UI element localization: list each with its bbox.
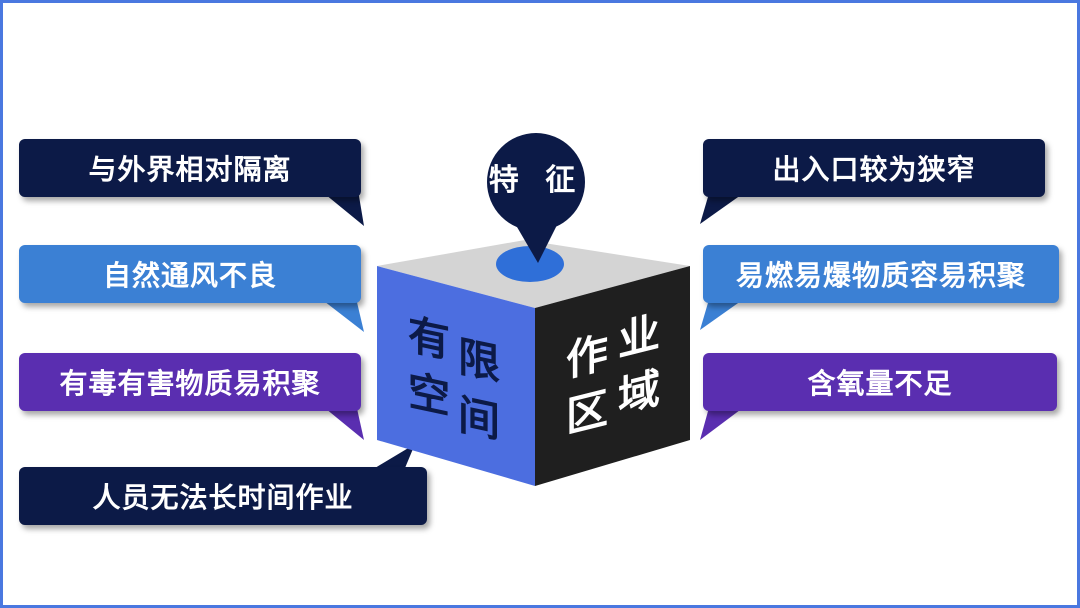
feature-bubble-label: 特 征 <box>479 155 593 199</box>
callout-narrow-entrance: 出入口较为狭窄 <box>703 139 1045 197</box>
center-cube: 有 限 空 间 作 业 区 域 <box>370 240 700 500</box>
right-face-char: 区 <box>566 387 608 439</box>
left-face-char: 有 <box>408 314 450 365</box>
right-face-char: 作 <box>566 331 608 383</box>
right-face-char: 业 <box>618 311 660 363</box>
callout-toxic-substances: 有毒有害物质易积聚 <box>19 353 361 411</box>
bubble-pointer <box>510 215 564 265</box>
callout-isolated: 与外界相对隔离 <box>19 139 361 197</box>
right-face-char: 域 <box>618 367 660 419</box>
callout-label: 自然通风不良 <box>103 254 277 294</box>
callout-flammable-substances: 易燃易爆物质容易积聚 <box>703 245 1059 303</box>
callout-label: 人员无法长时间作业 <box>92 476 353 516</box>
callout-label: 有毒有害物质易积聚 <box>59 362 320 402</box>
callout-label: 易燃易爆物质容易积聚 <box>736 254 1026 294</box>
left-face-char: 间 <box>458 394 500 445</box>
callout-label: 出入口较为狭窄 <box>772 148 975 188</box>
callout-low-oxygen: 含氧量不足 <box>703 353 1057 411</box>
callout-poor-ventilation: 自然通风不良 <box>19 245 361 303</box>
left-face-char: 空 <box>408 370 450 421</box>
callout-label: 与外界相对隔离 <box>88 148 291 188</box>
callout-label: 含氧量不足 <box>807 362 952 402</box>
callout-limited-work-time: 人员无法长时间作业 <box>19 467 427 525</box>
left-face-char: 限 <box>458 336 500 387</box>
callout-tail <box>320 298 370 338</box>
